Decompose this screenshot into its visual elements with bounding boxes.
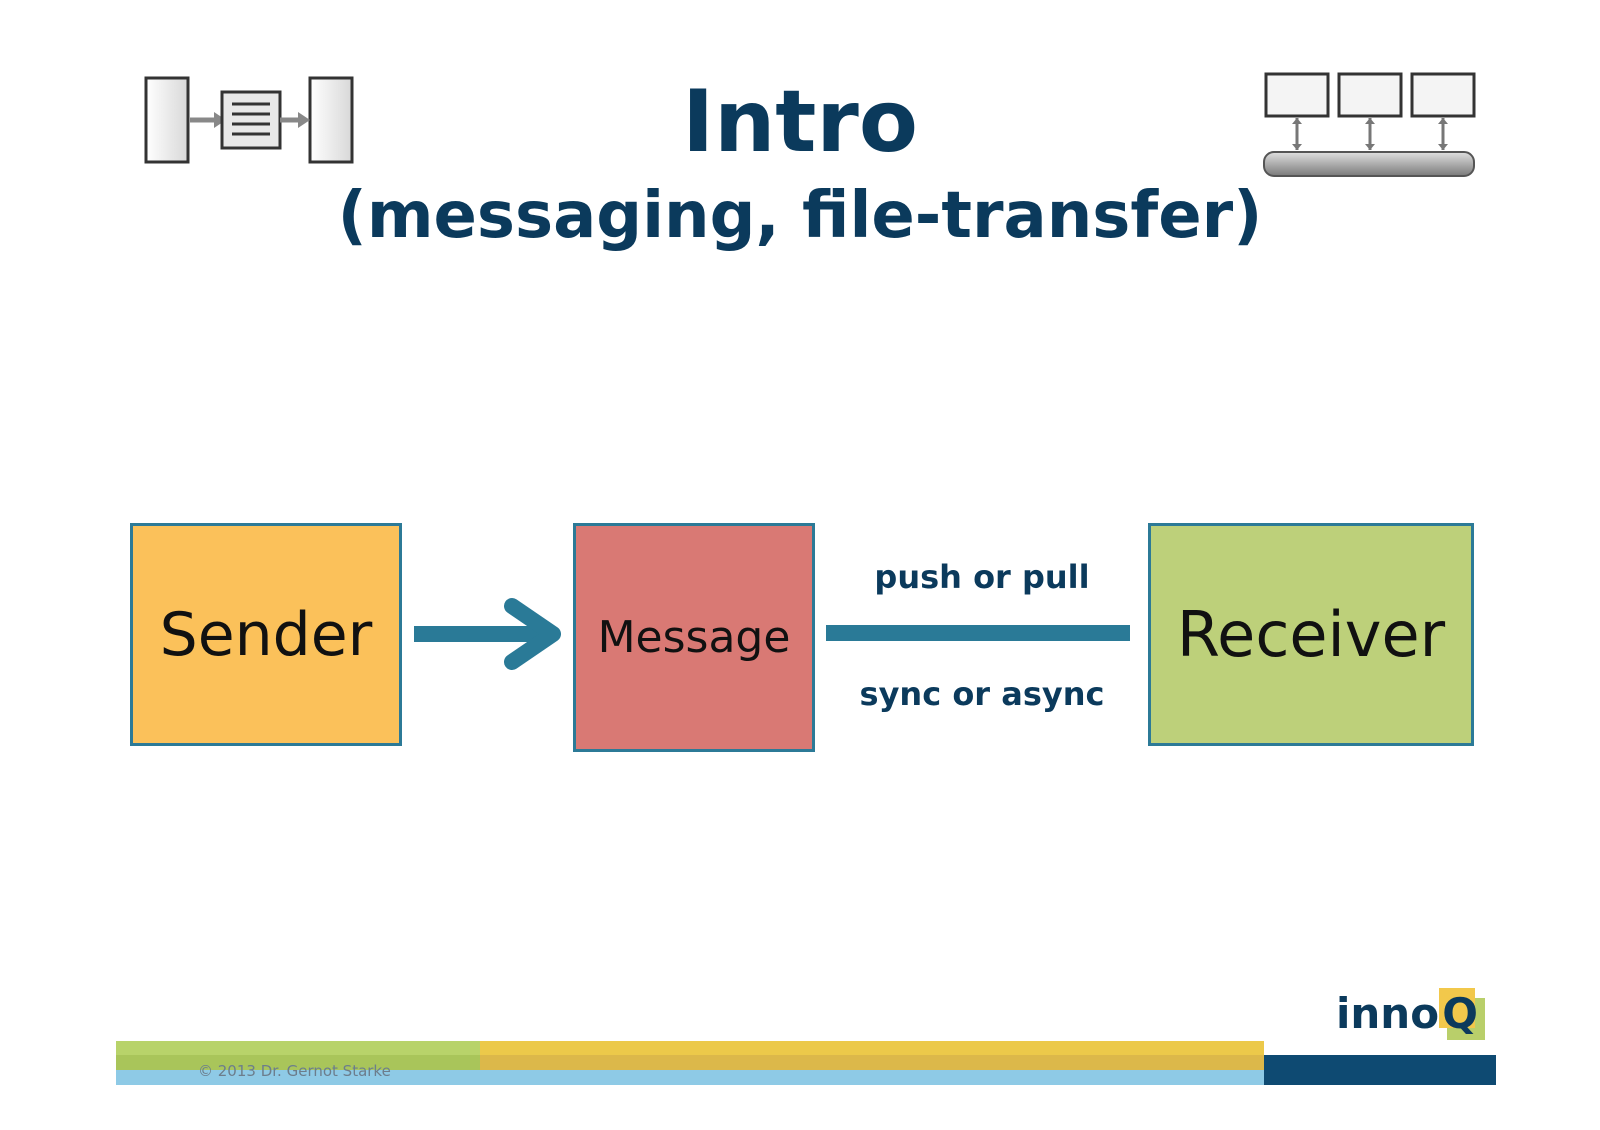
message-label: Message (597, 612, 791, 663)
footer-bar-gold (480, 1055, 1264, 1070)
footer-bar-green (116, 1041, 480, 1055)
message-box: Message (573, 523, 815, 752)
page-subtitle: (messaging, file-transfer) (337, 179, 1263, 253)
footer-bar-navy (1264, 1055, 1496, 1085)
logo-letter: Q (1442, 989, 1478, 1038)
footer-bar-yellow (480, 1041, 1264, 1055)
copyright-text: © 2013 Dr. Gernot Starke (198, 1062, 391, 1080)
sender-to-message-arrow (414, 598, 561, 670)
logo-q-mark: Q (1439, 988, 1486, 1040)
logo-text: inno (1336, 989, 1440, 1038)
point-to-point-channel-icon (140, 70, 360, 170)
page-title: Intro (682, 72, 918, 172)
channel-top-label: push or pull (874, 558, 1090, 596)
channel-bottom-label: sync or async (859, 675, 1105, 713)
footer-bar-olive (116, 1055, 480, 1070)
footer-bar-light-blue (116, 1070, 1264, 1085)
message-bus-icon (1260, 68, 1480, 182)
receiver-label: Receiver (1176, 598, 1446, 671)
sender-box: Sender (130, 523, 402, 746)
receiver-box: Receiver (1148, 523, 1474, 746)
sender-label: Sender (159, 599, 373, 670)
